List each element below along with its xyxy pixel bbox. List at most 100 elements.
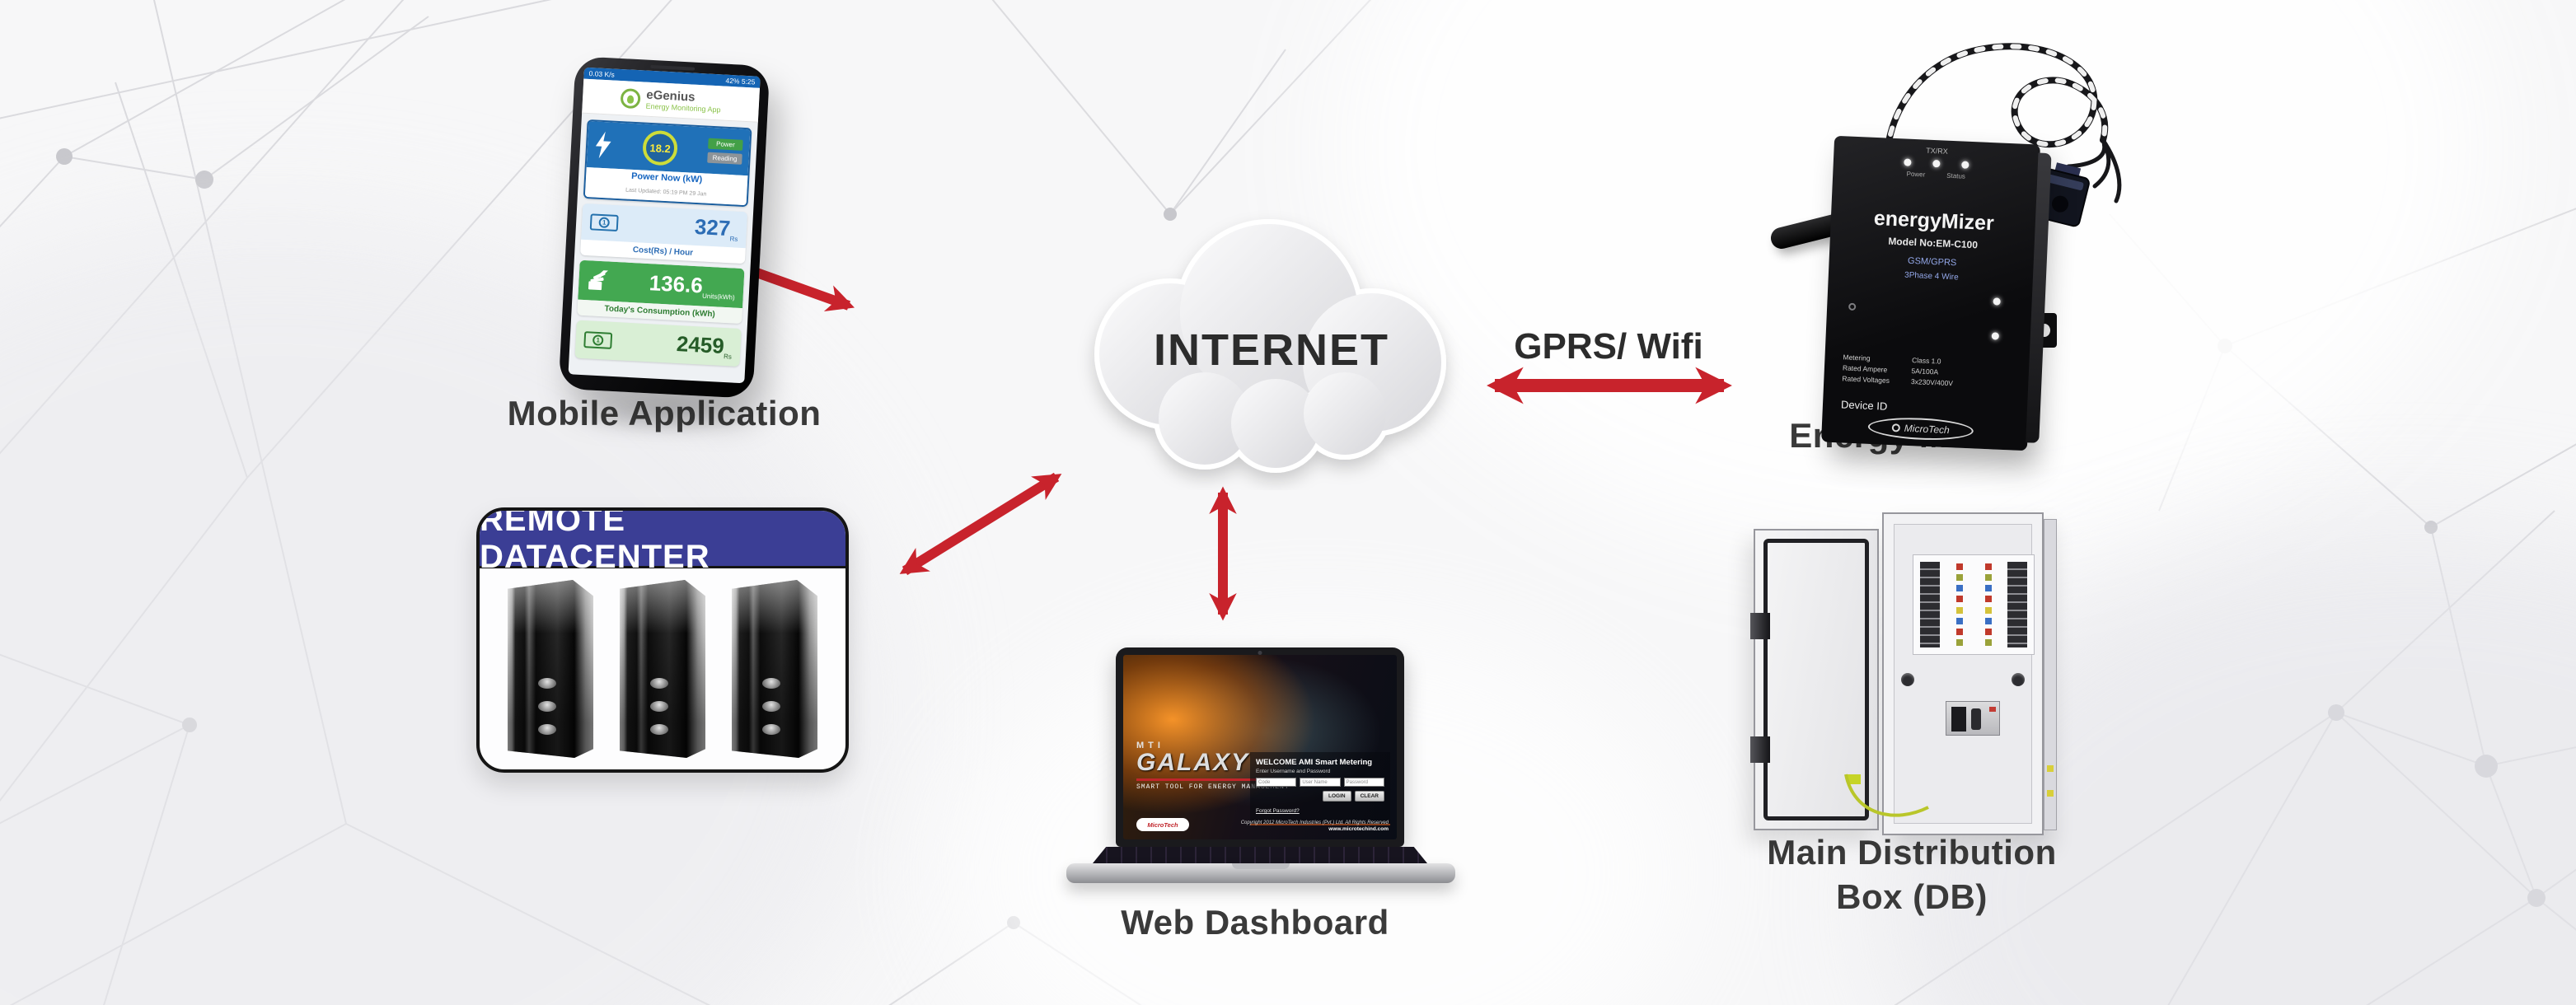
server-button [537, 677, 556, 689]
server-button [761, 677, 780, 689]
server-button [649, 723, 668, 735]
login-screen: MTI GALAXY SMART TOOL FOR ENERGY MANAGEM… [1123, 655, 1397, 839]
db-side-panel [2044, 519, 2057, 830]
txrx-led [1932, 159, 1941, 168]
power-card-updated: Last Updated: 05:19 PM 29 Jan [625, 187, 707, 198]
app-title: eGenius Energy Monitoring App [645, 87, 721, 114]
door-hinge [1750, 736, 1770, 763]
banknote-icon: 1 [589, 213, 619, 232]
microtech-logo: MicroTech [1867, 415, 1974, 442]
app-cards: 18.2 Power Reading Power Now (kW) Last U… [569, 114, 758, 384]
db-cabinet-inner [1894, 524, 2035, 824]
server-tower [620, 580, 705, 758]
door-hinge [1750, 613, 1770, 639]
breaker-panel [1913, 554, 2035, 655]
brand-tagline: SMART TOOL FOR ENERGY MANAGEMENT [1136, 783, 1290, 791]
server-button [761, 700, 780, 712]
db-cabinet [1882, 512, 2044, 835]
status-led-label: Status [1946, 171, 1966, 180]
consumption-value: 136.6 [649, 270, 704, 298]
reading-badge: Reading [707, 152, 742, 165]
copyright-text: Copyright 2012 MicroTech Industries (Pvt… [1240, 820, 1389, 832]
consumption-card: 136.6Units(kWh) Today's Consumption (kWh… [577, 259, 745, 325]
spec-label: Rated Voltages [1842, 374, 1890, 385]
power-led [1904, 158, 1912, 166]
laptop-keyboard [1093, 847, 1427, 863]
door-gasket [1763, 539, 1869, 820]
db-door [1750, 529, 1879, 830]
website-text: www.microtechind.com [1328, 826, 1389, 832]
webcam-dot [1258, 651, 1262, 655]
server-button [537, 700, 556, 712]
login-button: LOGIN [1323, 791, 1351, 802]
brand-galaxy: GALAXY [1136, 749, 1250, 776]
server-button [649, 677, 668, 689]
energy-mizer-unit: TX/RX Power Status energyMizer Model No:… [1731, 25, 2192, 461]
total-unit: Rs [723, 353, 733, 361]
server-button [761, 723, 780, 735]
breaker-row [1920, 562, 1940, 647]
cost-unit: Rs [729, 235, 738, 243]
brand-mti: MTI [1136, 741, 1164, 750]
device-id-label: Device ID [1840, 398, 1888, 413]
forgot-password-link: Forgot Password? [1256, 808, 1300, 814]
power-badge: Power [708, 138, 743, 151]
remote-datacenter: REMOTE DATACENTER [476, 507, 849, 773]
consumption-unit: Units(kWh) [701, 292, 735, 302]
password-field: Password [1343, 778, 1384, 787]
bills-fan-icon [588, 269, 609, 291]
laptop-base [1066, 863, 1455, 883]
main-db-label: Main Distribution Box (DB) [1767, 833, 2057, 916]
server-tower [732, 580, 817, 758]
statusbar-left: 0.03 K/s [588, 68, 616, 79]
username-field: User Name [1300, 778, 1341, 787]
welcome-heading: WELCOME AMI Smart Metering [1256, 758, 1373, 767]
total-cost-card: 1 2459Rs [574, 320, 742, 367]
screw [1848, 302, 1857, 311]
energy-mizer-device: TX/RX Power Status energyMizer Model No:… [1821, 135, 2040, 451]
total-value: 2459 [676, 330, 725, 358]
egenius-logo-icon [620, 87, 641, 109]
gprs-wifi-label: GPRS/ Wifi [1514, 326, 1703, 367]
indicator-led [1991, 332, 1999, 340]
screw [2012, 673, 2025, 686]
microtech-logo: MicroTech [1136, 818, 1189, 831]
mobile-application-label: Mobile Application [507, 394, 822, 432]
power-gauge: 18.2 [642, 129, 679, 166]
status-led [1961, 161, 1969, 169]
main-switch [1946, 701, 2000, 736]
power-card: 18.2 Power Reading Power Now (kW) Last U… [583, 119, 752, 208]
statusbar-right: 42% 5:25 [725, 76, 756, 86]
power-led-label: Power [1906, 170, 1926, 179]
cost-card: 1 327Rs Cost(Rs) / Hour [580, 203, 748, 264]
login-instruction: Enter Username and Password [1256, 769, 1331, 774]
spec-value: 3x230V/400V [1910, 377, 1954, 388]
banknote-icon: 1 [583, 331, 613, 349]
txrx-label: TX/RX [1926, 146, 1949, 156]
door-sticker [1848, 774, 1861, 784]
spec-table: Metering Rated Ampere Rated Voltages Cla… [1842, 352, 1954, 389]
lightning-icon [595, 131, 611, 159]
cost-value: 327 [694, 213, 732, 241]
main-distribution-box [1739, 494, 2085, 840]
microtech-logo-icon [1891, 423, 1901, 432]
phone-screen: 0.03 K/s 42% 5:25 eGenius Energy Monitor… [568, 67, 761, 384]
laptop-screen: MTI GALAXY SMART TOOL FOR ENERGY MANAGEM… [1116, 647, 1404, 847]
mti-galaxy-brand: MTI GALAXY SMART TOOL FOR ENERGY MANAGEM… [1136, 741, 1290, 791]
phone-speaker [650, 64, 696, 71]
server-tower [508, 580, 593, 758]
server-button [649, 700, 668, 712]
brand-underline [1136, 778, 1265, 781]
server-button [537, 723, 556, 735]
breaker-row [2007, 562, 2027, 647]
web-dashboard-laptop: MTI GALAXY SMART TOOL FOR ENERGY MANAGEM… [1047, 634, 1475, 890]
screw [1901, 673, 1914, 686]
code-field: Code [1256, 778, 1297, 787]
clear-button: CLEAR [1354, 791, 1384, 802]
energymizer-brand: energyMizer [1873, 206, 1995, 236]
indicator-led [1993, 297, 2001, 306]
mobile-phone: 0.03 K/s 42% 5:25 eGenius Energy Monitor… [558, 56, 770, 399]
remote-datacenter-title: REMOTE DATACENTER [480, 511, 845, 575]
web-dashboard-label: Web Dashboard [1121, 903, 1389, 942]
